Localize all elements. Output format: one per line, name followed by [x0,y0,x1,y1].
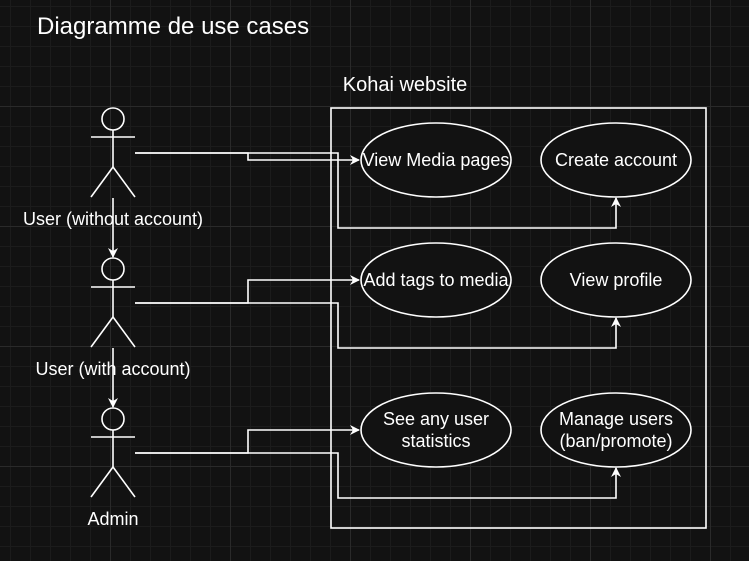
use-case-view-media-pages: View Media pages [360,122,512,198]
use-case-label: (ban/promote) [559,431,672,451]
stick-figure-icon [90,407,136,498]
use-case-label: View profile [570,270,663,290]
system-boundary [330,107,707,529]
connector-view-profile [135,302,621,349]
use-case-add-tags: Add tags to media [360,242,512,318]
connector-view-media [135,152,360,165]
system-title: Kohai website [343,74,468,96]
stick-figure-icon [90,257,136,348]
connector-user-statistics [135,425,360,454]
use-case-user-statistics: See any user statistics [360,392,512,468]
actor-admin: Admin [87,407,139,529]
connector-create-account [135,152,621,229]
actor-label: Admin [87,509,138,529]
use-case-label: Add tags to media [363,270,509,290]
stick-figure-icon [90,107,136,198]
use-case-label: statistics [401,431,470,451]
use-case-label: Manage users [559,409,673,429]
connector-add-tags [135,275,360,304]
use-case-manage-users: Manage users (ban/promote) [540,392,692,468]
connector-manage-users [135,452,621,499]
use-case-label: Create account [555,150,677,170]
diagram-title: Diagramme de use cases [37,13,309,40]
use-case-label: View Media pages [363,150,510,170]
use-case-view-profile: View profile [540,242,692,318]
use-case-create-account: Create account [540,122,692,198]
use-case-label: See any user [383,409,489,429]
